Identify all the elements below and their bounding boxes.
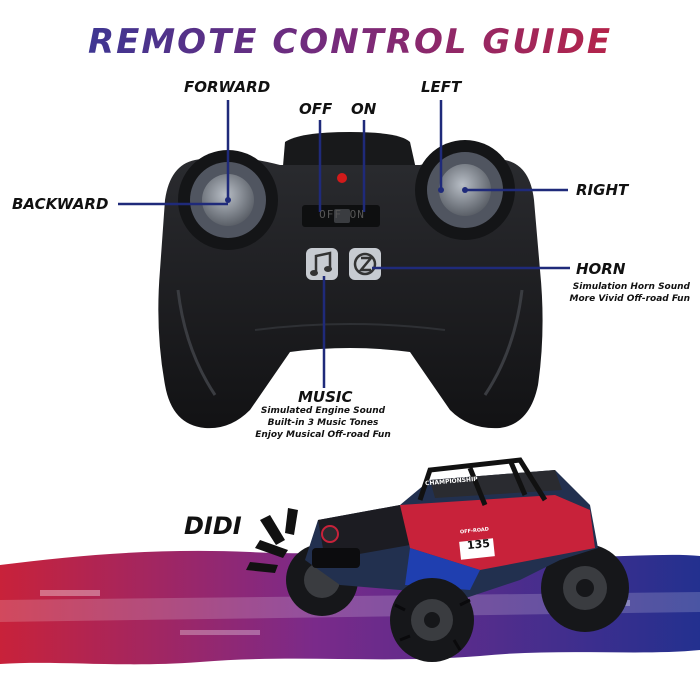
callout-lines [118, 100, 570, 388]
label-left: LEFT [421, 78, 462, 96]
horn-desc-line: Simulation Horn Sound [572, 282, 690, 292]
music-desc-line: Built-in 3 Music Tones [267, 418, 379, 428]
horn-desc-line: More Vivid Off-road Fun [569, 294, 691, 304]
music-desc-line: Simulated Engine Sound [260, 406, 386, 416]
page-title: REMOTE CONTROL GUIDE [0, 22, 700, 62]
car-number: 135 [466, 536, 491, 553]
music-desc-line: Enjoy Musical Off-road Fun [255, 430, 391, 440]
switch-label: OFF ON [319, 208, 365, 221]
sound-lines-icon [246, 508, 298, 573]
label-right: RIGHT [576, 181, 629, 199]
horn-description: Simulation Horn Sound More Vivid Off-roa… [540, 281, 691, 305]
label-forward: FORWARD [184, 78, 271, 96]
label-horn: HORN [576, 260, 626, 278]
music-note-icon [310, 251, 332, 276]
label-backward: BACKWARD [12, 195, 109, 213]
horn-icon [353, 252, 377, 276]
label-didi: DIDI [184, 512, 242, 540]
music-description: Simulated Engine Sound Built-in 3 Music … [248, 405, 398, 441]
label-music: MUSIC [298, 388, 353, 406]
label-off: OFF [299, 100, 333, 118]
power-led-icon [337, 173, 347, 183]
label-on: ON [351, 100, 377, 118]
